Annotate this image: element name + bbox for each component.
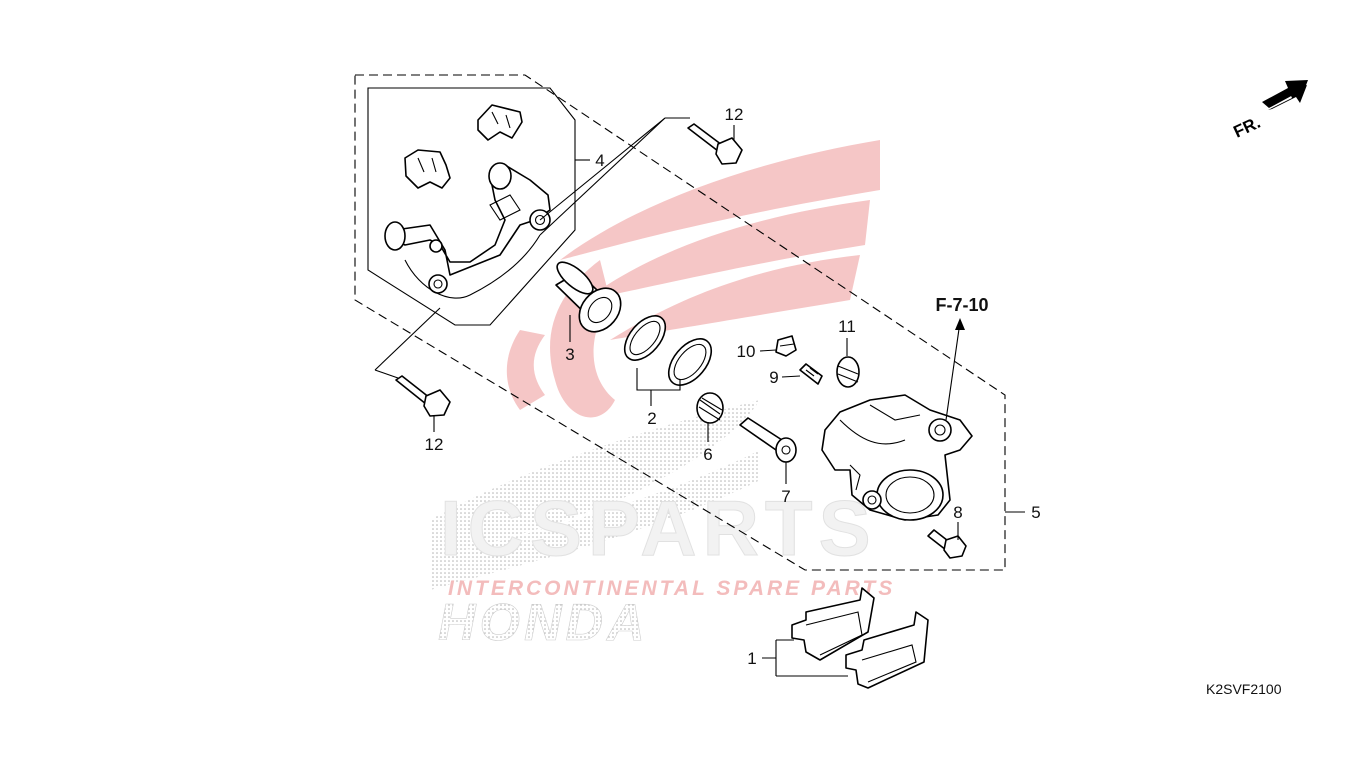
slide-pin [739, 417, 797, 463]
part-number-7: 7 [781, 487, 790, 506]
watermark-tagline: INTERCONTINENTAL SPARE PARTS [448, 577, 895, 600]
caliper-bolt-8 [927, 529, 967, 559]
piston [555, 261, 622, 333]
part-number-10: 10 [737, 342, 756, 361]
pad-spring-upper [477, 104, 523, 141]
part-number-4: 4 [595, 151, 604, 170]
part-number-1: 1 [747, 649, 756, 668]
assembly-4-outline [367, 87, 576, 326]
part-number-12-lower: 12 [425, 435, 444, 454]
part-number-12-upper: 12 [725, 105, 744, 124]
front-direction-label: FR. [1231, 113, 1264, 142]
part-number-9: 9 [769, 368, 778, 387]
piston-seals [623, 315, 713, 386]
part-number-5: 5 [1031, 503, 1040, 522]
watermark-make: HONDA [438, 594, 649, 652]
bracket-bolt-upper [687, 123, 743, 165]
wing-logo-icon [506, 140, 880, 418]
caliper-bracket [384, 162, 551, 299]
pad-spring-lower [404, 149, 451, 189]
bleeder-cap [775, 335, 797, 357]
diagram-code: K2SVF2100 [1206, 681, 1282, 697]
assembly-5-outline [354, 74, 1006, 571]
pin-boot [696, 392, 724, 424]
watermark: ICSPARTS INTERCONTINENTAL SPARE PARTS HO… [430, 140, 895, 652]
pin-boot-upper [836, 356, 860, 388]
wave-dots-icon [430, 400, 760, 590]
leader-lines [374, 117, 1025, 677]
part-number-11: 11 [838, 317, 856, 336]
part-number-2: 2 [647, 409, 656, 428]
watermark-brand: ICSPARTS [440, 484, 877, 572]
part-number-3: 3 [565, 345, 574, 364]
bleeder-valve [799, 363, 823, 385]
caliper-body [821, 394, 973, 521]
front-direction-arrow-icon: FR. [1231, 80, 1308, 142]
part-number-8: 8 [953, 503, 962, 522]
reference-label: F-7-10 [935, 295, 988, 315]
brake-pads [791, 587, 929, 689]
part-number-6: 6 [703, 445, 712, 464]
bracket-bolt-lower [395, 375, 451, 417]
